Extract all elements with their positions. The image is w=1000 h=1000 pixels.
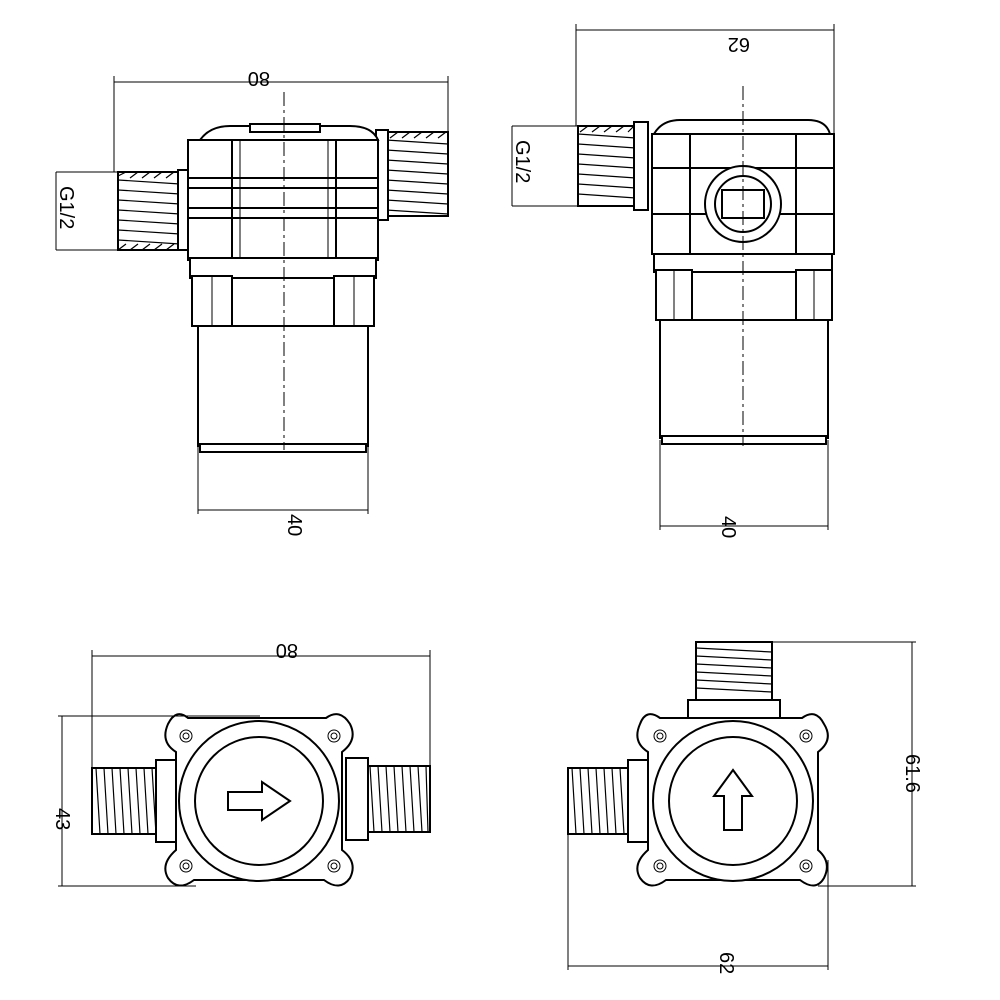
flow-arrow-right-icon	[227, 780, 292, 822]
top-left-thread-pattern	[95, 767, 157, 835]
top-height-dimension: 43	[51, 808, 73, 830]
end-top-collar	[687, 699, 781, 719]
end-left-thread-pattern	[571, 767, 625, 835]
flow-arrow-up-icon	[712, 768, 754, 831]
top-right-collar	[345, 757, 369, 841]
top-view: 80 43	[51, 639, 431, 887]
top-right-thread	[365, 765, 431, 833]
front-motor-base	[199, 443, 367, 453]
front-motor-body	[197, 325, 369, 447]
end-height-dimension: 61.6	[901, 754, 923, 793]
front-right-thread-pattern	[385, 131, 449, 215]
front-thread-dimension: G1/2	[55, 186, 77, 229]
side-width-dimension: 62	[728, 33, 750, 55]
side-view: 62 G1/2 40	[511, 24, 835, 538]
top-width-dimension: 80	[276, 639, 298, 661]
side-thread-dimension: G1/2	[511, 140, 533, 183]
end-top-thread-pattern	[695, 647, 773, 693]
side-collar	[633, 121, 649, 211]
end-width-dimension: 62	[715, 952, 737, 974]
side-motor-base	[661, 435, 827, 445]
front-ring	[189, 257, 377, 279]
side-body-dimension: 40	[717, 516, 739, 538]
top-right-thread-pattern	[369, 765, 429, 833]
front-body-dimension: 40	[283, 514, 305, 536]
side-thread-pattern	[577, 125, 637, 199]
side-top-cap	[652, 119, 832, 135]
end-left-collar	[627, 759, 649, 843]
side-motor-body	[659, 319, 829, 439]
front-width-dimension: 80	[248, 67, 270, 89]
top-left-thread	[91, 767, 159, 835]
front-top-boss	[249, 123, 321, 133]
front-left-thread-pattern	[117, 171, 181, 251]
front-housing	[187, 139, 379, 261]
top-left-collar	[155, 759, 177, 843]
end-view: 61.6 62	[567, 641, 923, 974]
front-view: 80 G1/2 40	[55, 67, 449, 536]
